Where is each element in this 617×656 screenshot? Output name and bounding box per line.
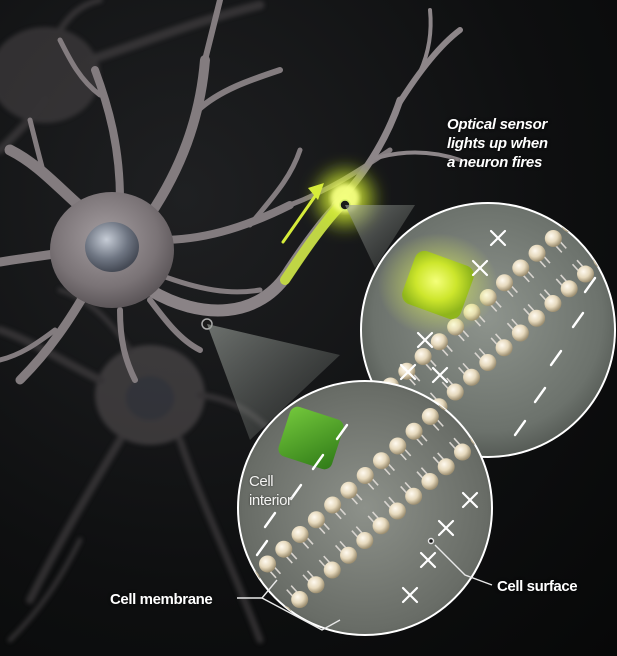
optical-sensor-label-line-1: Optical sensor (447, 115, 617, 134)
cell-interior-label-line-1: Cell (249, 472, 292, 491)
phospholipid (610, 171, 617, 193)
phospholipid (577, 201, 598, 223)
phospholipid (222, 645, 243, 656)
cell-membrane-label: Cell membrane (110, 591, 212, 608)
optical-sensor-label: Optical sensor lights up when a neuron f… (447, 115, 617, 172)
phospholipid (594, 186, 615, 208)
phospholipid (210, 600, 231, 622)
optical-sensor-label-line-3: a neuron fires (447, 153, 617, 172)
optical-sensor-label-line-2: lights up when (447, 134, 617, 153)
cell-surface-label: Cell surface (497, 578, 577, 595)
phospholipid (605, 231, 617, 253)
cell-interior-label-line-2: interior (249, 491, 292, 510)
background-neurons (0, 0, 280, 640)
cell-interior-label: Cell interior (249, 472, 292, 510)
nucleus (85, 222, 139, 272)
phospholipid (194, 614, 215, 636)
